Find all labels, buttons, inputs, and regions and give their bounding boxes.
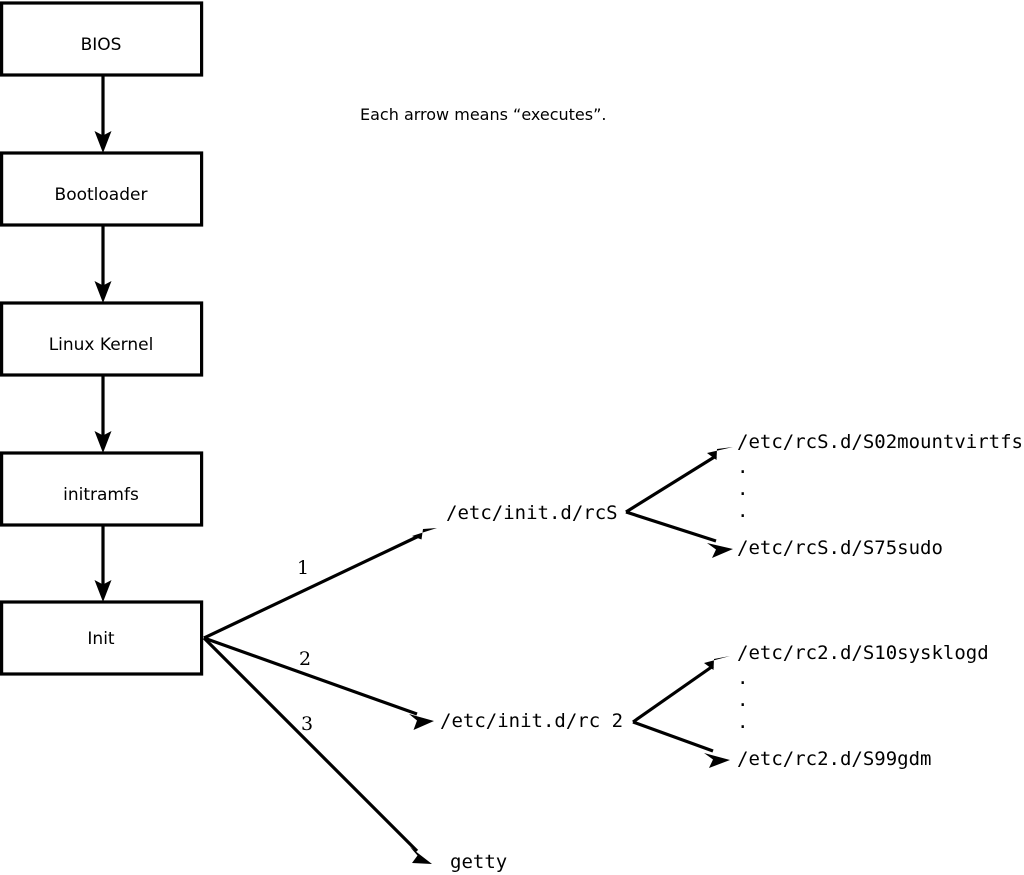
arrowhead-icon bbox=[704, 753, 730, 768]
arrow-bootloader-to-kernel bbox=[94, 226, 112, 303]
bootloader-box[interactable] bbox=[0, 151, 204, 227]
branch-number-3: 3 bbox=[301, 713, 313, 735]
init-target-rc2-label[interactable]: /etc/init.d/rc 2 bbox=[440, 710, 623, 732]
rcs-script-last-label[interactable]: /etc/rcS.d/S75sudo bbox=[737, 537, 943, 559]
initramfs-box[interactable] bbox=[0, 451, 204, 527]
arrow-kernel-to-initramfs bbox=[94, 376, 112, 453]
branch-number-1: 1 bbox=[297, 557, 309, 579]
diagram-caption: Each arrow means “executes”. bbox=[360, 105, 606, 124]
bios-box[interactable] bbox=[0, 1, 204, 77]
arrowhead-icon bbox=[94, 431, 112, 453]
rc2-ellipsis-dot-3: . bbox=[737, 711, 748, 733]
arrow-rcs-to-last-script bbox=[625, 510, 733, 558]
arrow-init-to-rc2 bbox=[203, 636, 434, 730]
arrowhead-icon bbox=[94, 131, 112, 153]
arrow-rc2-to-first-script bbox=[632, 656, 730, 724]
node-initramfs[interactable]: initramfs bbox=[0, 451, 204, 527]
node-linux-kernel[interactable]: Linux Kernel bbox=[0, 301, 204, 377]
branch-number-2: 2 bbox=[299, 648, 311, 670]
arrow-rcs-to-first-script bbox=[625, 447, 733, 514]
linux-kernel-label: Linux Kernel bbox=[49, 335, 154, 355]
node-init[interactable]: Init bbox=[0, 600, 204, 676]
arrow-init-to-rcs bbox=[203, 528, 437, 640]
arrowhead-icon bbox=[410, 847, 432, 864]
arrowhead-icon bbox=[409, 714, 434, 730]
arrow-bios-to-bootloader bbox=[94, 76, 112, 153]
arrowhead-icon bbox=[707, 447, 733, 460]
bios-label: BIOS bbox=[81, 35, 122, 55]
arrow-init-to-getty bbox=[202, 636, 432, 864]
node-bios[interactable]: BIOS bbox=[0, 1, 204, 77]
rc2-script-first-label[interactable]: /etc/rc2.d/S10sysklogd bbox=[737, 642, 989, 664]
arrowhead-icon bbox=[412, 528, 437, 540]
initramfs-label: initramfs bbox=[63, 485, 139, 505]
linux-kernel-box[interactable] bbox=[0, 301, 204, 377]
init-target-rcs-label[interactable]: /etc/init.d/rcS bbox=[446, 502, 618, 524]
init-box[interactable] bbox=[0, 600, 204, 676]
init-label: Init bbox=[87, 629, 115, 649]
arrowhead-icon bbox=[707, 543, 733, 558]
bootloader-label: Bootloader bbox=[55, 185, 148, 205]
rc2-ellipsis-dot-1: . bbox=[737, 667, 748, 689]
rcs-ellipsis-dot-2: . bbox=[737, 478, 748, 500]
rcs-ellipsis-dot-1: . bbox=[737, 456, 748, 478]
rc2-script-last-label[interactable]: /etc/rc2.d/S99gdm bbox=[737, 748, 931, 770]
arrow-initramfs-to-init bbox=[94, 526, 112, 602]
rcs-ellipsis-dot-3: . bbox=[737, 500, 748, 522]
rc2-ellipsis-dot-2: . bbox=[737, 689, 748, 711]
arrow-rc2-to-last-script bbox=[632, 720, 730, 768]
rcs-script-first-label[interactable]: /etc/rcS.d/S02mountvirtfs bbox=[737, 431, 1023, 453]
init-target-getty-label[interactable]: getty bbox=[450, 851, 507, 873]
arrowhead-icon bbox=[94, 281, 112, 303]
arrowhead-icon bbox=[704, 656, 730, 670]
node-bootloader[interactable]: Bootloader bbox=[0, 151, 204, 227]
arrowhead-icon bbox=[94, 580, 112, 602]
